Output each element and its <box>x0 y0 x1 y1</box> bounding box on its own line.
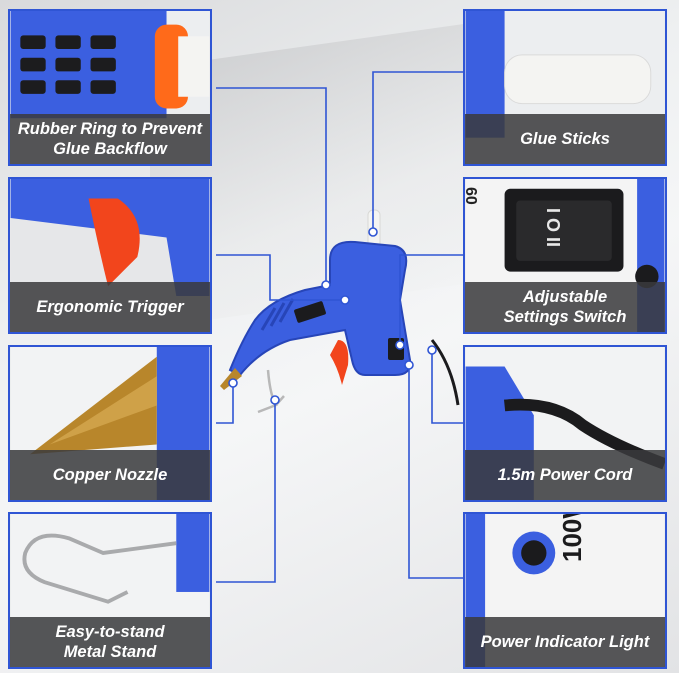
nozzle-shape <box>30 356 157 455</box>
caption-power-cord: 1.5m Power Cord <box>465 450 665 500</box>
switch-symbol: I O II <box>543 207 564 248</box>
caption-indicator-light: Power Indicator Light <box>465 617 665 667</box>
caption-line: 1.5m Power Cord <box>497 466 633 484</box>
panel-copper-nozzle: Copper Nozzle <box>8 345 212 502</box>
caption-metal-stand: Easy-to-stand Metal Stand <box>10 617 210 667</box>
caption-glue-sticks: Glue Sticks <box>465 114 665 164</box>
caption-line: Glue Backflow <box>53 140 167 158</box>
caption-line: Metal Stand <box>63 643 157 661</box>
brand-plate <box>294 301 326 323</box>
gun-cord <box>430 339 460 406</box>
wattage-label: 100W <box>557 512 587 562</box>
panel-rubber-ring: Rubber Ring to Prevent Glue Backflow <box>8 9 212 166</box>
caption-line: Rubber Ring to Prevent <box>17 120 203 138</box>
panel-indicator-light: 100W Power Indicator Light <box>463 512 667 669</box>
caption-line: Glue Sticks <box>520 130 610 148</box>
caption-line: Easy-to-stand <box>55 623 165 641</box>
caption-copper-nozzle: Copper Nozzle <box>10 450 210 500</box>
panel-metal-stand: Easy-to-stand Metal Stand <box>8 512 212 669</box>
indicator-light-shape <box>521 540 547 566</box>
caption-settings-switch: Adjustable Settings Switch <box>465 282 665 332</box>
trigger-shape <box>88 198 140 287</box>
glue-gun-illustration <box>220 209 460 414</box>
glue-stick-shape <box>504 54 652 105</box>
switch-image <box>465 179 665 332</box>
gun-stand <box>257 369 285 414</box>
caption-line: Settings Switch <box>503 308 627 326</box>
caption-line: Copper Nozzle <box>52 466 168 484</box>
grip-ridges <box>260 298 295 331</box>
panel-settings-switch: 60 I O II Adjustable Settings Switch <box>463 177 667 334</box>
stand-wire <box>22 533 177 604</box>
caption-ergonomic-trigger: Ergonomic Trigger <box>10 282 210 332</box>
caption-line: Ergonomic Trigger <box>36 298 184 316</box>
panel-power-cord: 1.5m Power Cord <box>463 345 667 502</box>
gun-switch <box>388 338 404 360</box>
switch-left-mark: 60 <box>463 187 479 205</box>
panel-glue-sticks: Glue Sticks <box>463 9 667 166</box>
caption-line: Power Indicator Light <box>480 633 650 651</box>
caption-line: Adjustable <box>522 288 608 306</box>
panel-ergonomic-trigger: Ergonomic Trigger <box>8 177 212 334</box>
caption-rubber-ring: Rubber Ring to Prevent Glue Backflow <box>10 114 210 164</box>
gun-trigger <box>330 340 349 385</box>
